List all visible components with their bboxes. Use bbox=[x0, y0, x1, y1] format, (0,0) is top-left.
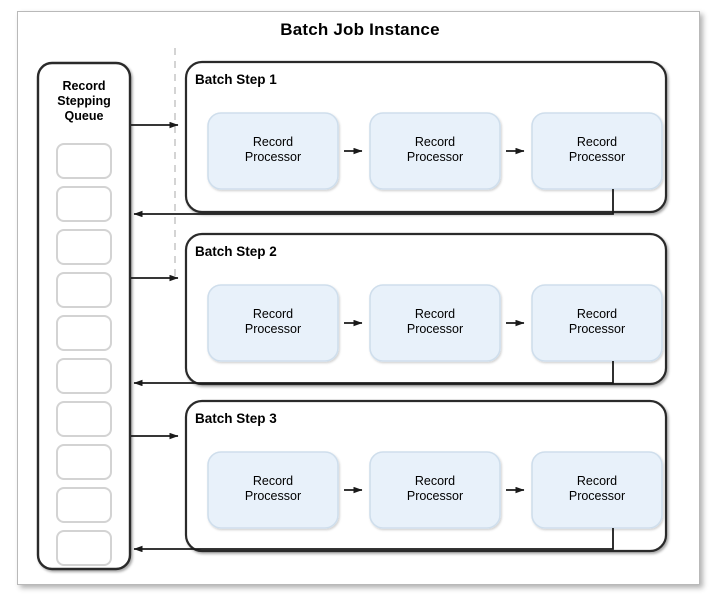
processor-line-1: Record bbox=[414, 307, 456, 321]
record-processor-label: Record Processor bbox=[372, 474, 498, 504]
record-processor-label: Record Processor bbox=[534, 135, 660, 165]
queue-title-line-2: Stepping bbox=[57, 94, 111, 108]
processor-line-2: Processor bbox=[244, 489, 302, 503]
record-processor-label: Record Processor bbox=[534, 307, 660, 337]
record-processor-label: Record Processor bbox=[210, 474, 336, 504]
processor-line-1: Record bbox=[576, 474, 618, 488]
queue-title-line-3: Queue bbox=[64, 109, 104, 123]
processor-line-2: Processor bbox=[568, 489, 626, 503]
processor-line-1: Record bbox=[414, 135, 456, 149]
page-title: Batch Job Instance bbox=[280, 20, 440, 39]
record-processor-label: Record Processor bbox=[534, 474, 660, 504]
processor-line-2: Processor bbox=[406, 322, 464, 336]
processor-line-1: Record bbox=[576, 135, 618, 149]
processor-line-2: Processor bbox=[406, 150, 464, 164]
processor-line-2: Processor bbox=[244, 322, 302, 336]
queue-title: Record Stepping Queue bbox=[40, 79, 128, 124]
processor-line-2: Processor bbox=[568, 150, 626, 164]
processor-line-1: Record bbox=[576, 307, 618, 321]
processor-line-2: Processor bbox=[568, 322, 626, 336]
batch-step-2-title: Batch Step 2 bbox=[195, 244, 277, 259]
processor-line-1: Record bbox=[414, 474, 456, 488]
batch-step-3-title: Batch Step 3 bbox=[195, 411, 277, 426]
queue-title-line-1: Record bbox=[62, 79, 106, 93]
record-processor-label: Record Processor bbox=[210, 135, 336, 165]
batch-step-1-title: Batch Step 1 bbox=[195, 72, 277, 87]
processor-line-1: Record bbox=[252, 135, 294, 149]
record-processor-label: Record Processor bbox=[372, 307, 498, 337]
processor-line-1: Record bbox=[252, 474, 294, 488]
record-processor-label: Record Processor bbox=[372, 135, 498, 165]
record-processor-label: Record Processor bbox=[210, 307, 336, 337]
processor-line-2: Processor bbox=[406, 489, 464, 503]
processor-line-1: Record bbox=[252, 307, 294, 321]
processor-line-2: Processor bbox=[244, 150, 302, 164]
